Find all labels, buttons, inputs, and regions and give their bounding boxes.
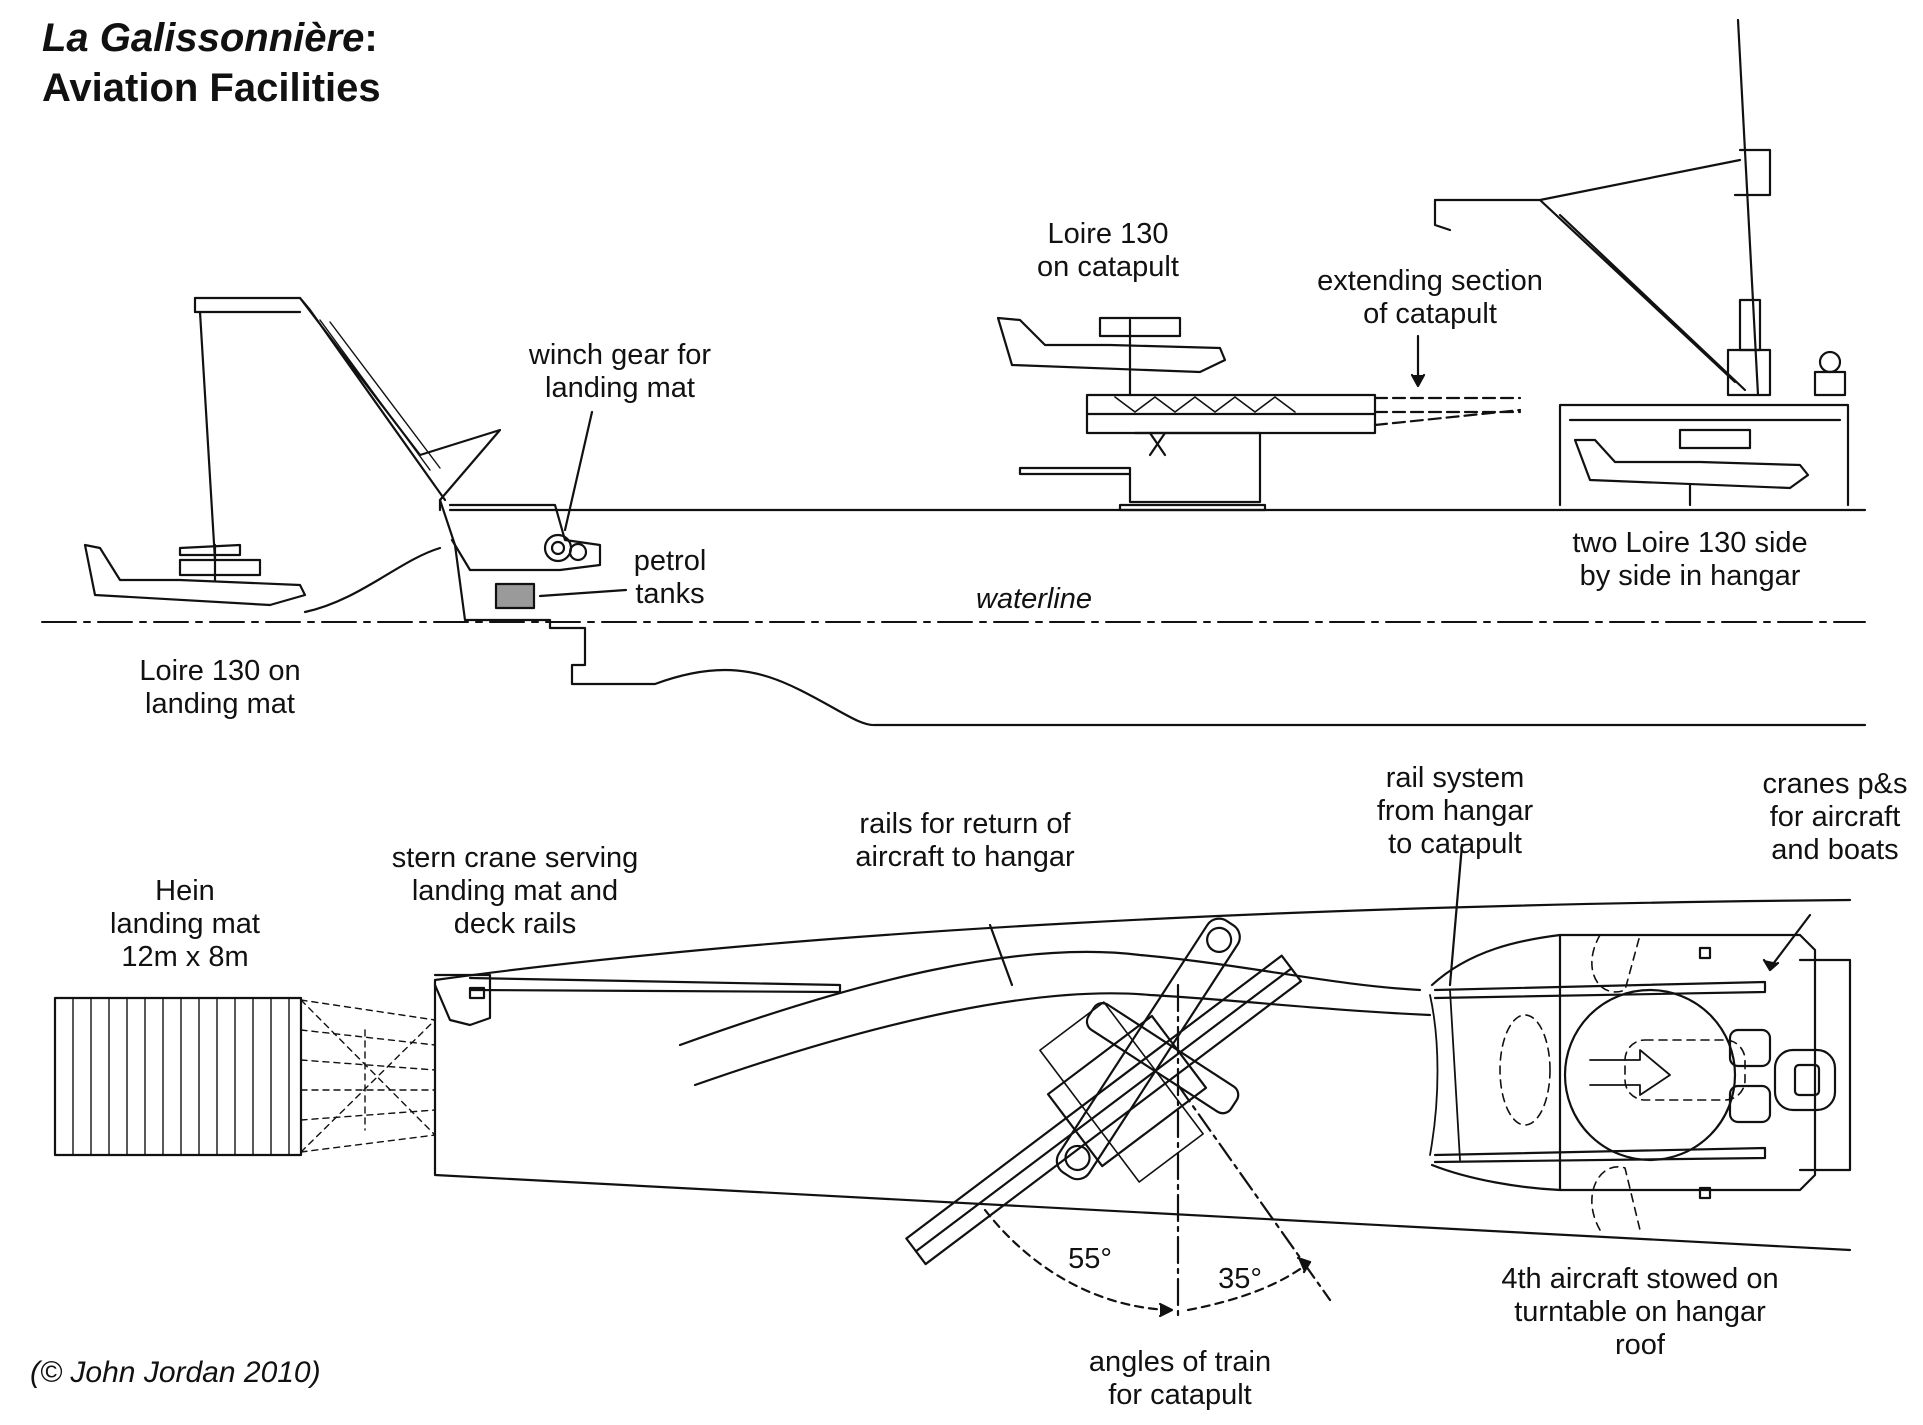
stern-hull-outline (438, 498, 1867, 727)
hangar-plan (1429, 933, 1852, 1231)
label-stern-crane: stern crane serving landing mat and deck… (391, 842, 639, 940)
turntable (1563, 988, 1737, 1162)
title-ship-name: La Galissonnière: (42, 14, 378, 62)
label-angle-35: 35° (1218, 1263, 1262, 1295)
stern-upper-structure (448, 503, 602, 572)
hangar-rails-upper (1433, 980, 1767, 1000)
profile-view (41, 18, 1867, 727)
label-two-in-hangar: two Loire 130 side by side in hangar (1572, 527, 1808, 592)
loire-on-catapult-aircraft (996, 316, 1227, 397)
label-angle-55: 55° (1068, 1243, 1112, 1275)
hangar-profile (1558, 403, 1850, 507)
leader-cranes (1768, 913, 1812, 970)
hangar-aircraft-1 (1573, 438, 1810, 490)
label-extending-section: extending section of catapult (1317, 265, 1543, 330)
label-fourth-aircraft: 4th aircraft stowed on turntable on hang… (1501, 1263, 1779, 1361)
leader-winch (563, 410, 594, 532)
label-petrol-tanks: petrol tanks (633, 545, 707, 610)
hangar-rails-lower (1433, 1146, 1767, 1164)
winch-drum (543, 533, 573, 563)
return-rails (678, 950, 1432, 1087)
plan-hull-outline (433, 898, 1852, 1252)
petrol-tank (494, 582, 536, 610)
catapult-profile (1018, 393, 1522, 512)
label-angles-of-train: angles of train for catapult (1088, 1346, 1272, 1411)
label-loire-on-mat: Loire 130 on landing mat (139, 655, 301, 720)
label-loire-on-catapult: Loire 130 on catapult (1037, 218, 1179, 283)
label-waterline: waterline (976, 583, 1093, 615)
catapult-aircraft-plan (1055, 917, 1241, 1181)
stern-crane-plan (433, 973, 842, 1027)
title-colon: : (364, 16, 378, 60)
plan-view (53, 843, 1852, 1322)
label-cranes-ps: cranes p&s for aircraft and boats (1762, 768, 1908, 866)
label-hein-mat: Hein landing mat 12m x 8m (110, 875, 260, 973)
catapult-extension-dashed (1373, 396, 1522, 427)
leader-rails-return (988, 923, 1014, 987)
hein-mat (53, 996, 436, 1157)
leader-petrol (538, 588, 628, 598)
aft-crane-profile (1433, 18, 1847, 397)
label-rails-return: rails for return of aircraft to hangar (855, 808, 1075, 873)
catapult-pedestal (1018, 431, 1262, 504)
ship-name-text: La Galissonnière (42, 16, 365, 60)
landing-mat-slope (303, 546, 442, 614)
stern-crane-profile (193, 296, 502, 512)
title-subtitle: Aviation Facilities (42, 66, 381, 110)
label-winch-gear: winch gear for landing mat (528, 339, 712, 404)
loire-on-mat-aircraft (83, 543, 307, 607)
copyright-credit: (© John Jordan 2010) (30, 1356, 321, 1389)
angles-of-train (983, 983, 1332, 1322)
label-rail-system: rail system from hangar to catapult (1376, 762, 1534, 860)
leader-rail-system (1448, 843, 1464, 987)
